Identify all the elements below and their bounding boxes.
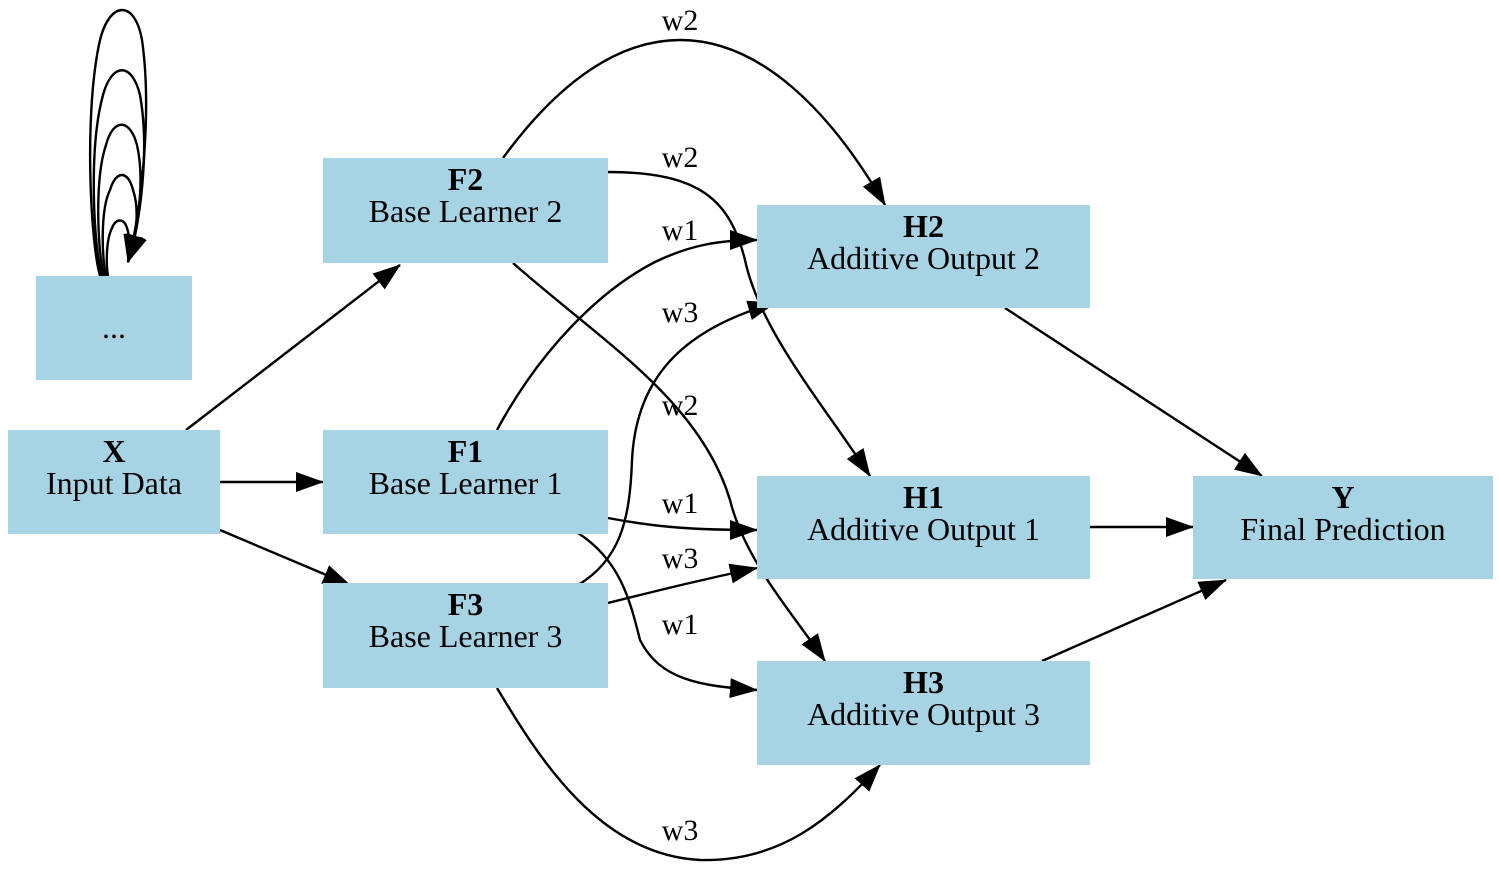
edge-f2-to-h3 bbox=[512, 262, 826, 662]
node-box bbox=[323, 158, 608, 263]
node-id: H1 bbox=[903, 479, 944, 515]
edge-f1-to-h2 bbox=[495, 230, 758, 431]
edge-h3-to-y bbox=[1041, 578, 1227, 663]
edge-dots-to-dots-3 bbox=[97, 123, 146, 277]
node-box bbox=[757, 205, 1090, 308]
node-id: Y bbox=[1331, 479, 1354, 515]
edges-layer bbox=[88, 9, 1263, 862]
edge-f2-to-h2 bbox=[502, 38, 887, 206]
node-label: Input Data bbox=[46, 465, 182, 501]
edge-label: w2 bbox=[662, 4, 699, 37]
edge-labels-layer: w2 w2 w2 w1 w1 w1 w3 w3 w3 bbox=[662, 4, 699, 847]
node-label: Final Prediction bbox=[1240, 511, 1445, 547]
edge-dots-to-dots-4 bbox=[101, 173, 147, 277]
edge-label: w1 bbox=[662, 487, 699, 520]
node-box bbox=[323, 583, 608, 688]
node-id: X bbox=[102, 433, 125, 469]
edge-f1-to-h3 bbox=[577, 531, 758, 699]
node-label: Additive Output 3 bbox=[807, 696, 1040, 732]
edge-label: w2 bbox=[662, 141, 699, 174]
edge-h2-to-y bbox=[1004, 306, 1263, 478]
node-id: F3 bbox=[448, 586, 484, 622]
node-box bbox=[36, 276, 192, 380]
edge-x-to-f2 bbox=[185, 264, 401, 431]
edge-f3-to-h2 bbox=[577, 300, 776, 587]
node-label: Base Learner 3 bbox=[369, 618, 563, 654]
edge-f3-to-h1 bbox=[607, 563, 758, 605]
node-id: H2 bbox=[903, 208, 944, 244]
node-label: ... bbox=[102, 309, 126, 345]
node-id: F2 bbox=[448, 161, 484, 197]
node-label: Base Learner 1 bbox=[369, 465, 563, 501]
edge-dots-to-dots-2 bbox=[92, 69, 146, 277]
edge-f2-to-h1 bbox=[607, 170, 872, 477]
edge-label: w3 bbox=[662, 296, 699, 329]
edge-f3-to-h3 bbox=[495, 687, 881, 862]
node-dots: ... bbox=[36, 276, 192, 380]
edge-label: w3 bbox=[662, 542, 699, 575]
node-box bbox=[757, 476, 1090, 579]
edge-label: w2 bbox=[662, 389, 699, 422]
node-label: Additive Output 1 bbox=[807, 511, 1040, 547]
edge-label: w1 bbox=[662, 608, 699, 641]
edge-label: w1 bbox=[662, 214, 699, 247]
node-id: H3 bbox=[903, 664, 944, 700]
node-label: Base Learner 2 bbox=[369, 193, 563, 229]
node-box bbox=[1193, 476, 1493, 579]
node-label: Additive Output 2 bbox=[807, 240, 1040, 276]
edge-label: w3 bbox=[662, 814, 699, 847]
edge-dots-to-dots-5 bbox=[105, 219, 144, 277]
node-id: F1 bbox=[448, 433, 484, 469]
node-box bbox=[8, 430, 220, 534]
node-box bbox=[323, 430, 608, 534]
node-box bbox=[757, 661, 1090, 765]
edge-x-to-f3 bbox=[219, 528, 351, 587]
